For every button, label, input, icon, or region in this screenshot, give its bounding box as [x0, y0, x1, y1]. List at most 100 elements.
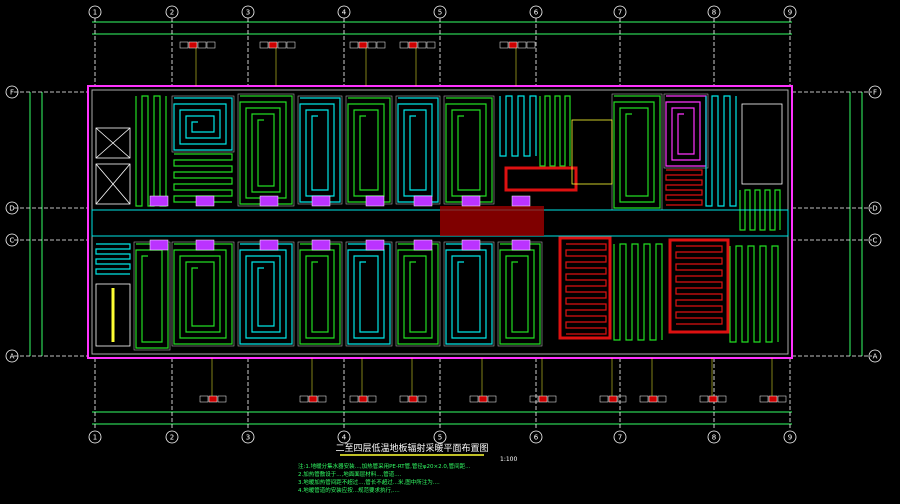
- tag-box: [208, 395, 218, 403]
- manifold-box: [195, 195, 215, 207]
- axis-label-row: F: [10, 89, 14, 97]
- hot-zone-red-2: [558, 236, 612, 340]
- axis-label-col: 7: [618, 434, 622, 442]
- tag-box: [517, 41, 527, 49]
- tag-box: [777, 395, 787, 403]
- tag-box: [277, 41, 287, 49]
- axis-label-row: F: [873, 89, 877, 97]
- tag-box: [657, 395, 667, 403]
- note-line-3: 3.地暖加热管间距不超过...,管长不超过...米,图中所注为....: [298, 478, 440, 486]
- tag-box: [768, 395, 778, 403]
- tag-box: [197, 41, 207, 49]
- axis-label-col: 5: [438, 9, 442, 17]
- hot-zone-red-4: [504, 166, 578, 192]
- tag-box: [259, 41, 269, 49]
- manifold-box: [461, 239, 481, 251]
- tag-box: [417, 395, 427, 403]
- axis-bubble-col: 7: [613, 430, 627, 444]
- axis-label-col: 1: [93, 434, 97, 442]
- axis-bubble-row: D: [5, 201, 19, 215]
- axis-label-col: 3: [246, 9, 250, 17]
- manifold-box: [149, 195, 169, 207]
- tag-box: [759, 395, 769, 403]
- manifold-box: [511, 195, 531, 207]
- axis-bubble-col: 6: [529, 430, 543, 444]
- axis-label-row: D: [9, 205, 14, 213]
- tag-box: [526, 41, 536, 49]
- tag-box: [317, 395, 327, 403]
- hot-zone-red-3: [668, 238, 730, 334]
- drawing-title: 二至四层低温地板辐射采暖平面布置图: [335, 442, 488, 454]
- axis-bubble-col: 2: [165, 5, 179, 19]
- building-outline: [87, 85, 793, 359]
- tag-box: [499, 41, 509, 49]
- axis-bubble-col: 1: [88, 5, 102, 19]
- axis-bubble-col: 5: [433, 5, 447, 19]
- axis-label-col: 2: [170, 434, 174, 442]
- axis-bubble-col: 3: [241, 430, 255, 444]
- tag-box: [648, 395, 658, 403]
- axis-label-col: 3: [246, 434, 250, 442]
- tag-box: [608, 395, 618, 403]
- manifold-box: [461, 195, 481, 207]
- axis-bubble-row: A: [868, 349, 882, 363]
- annotation-tags: [179, 41, 787, 403]
- axis-label-col: 5: [438, 434, 442, 442]
- tag-box: [478, 395, 488, 403]
- axis-bubble-row: F: [868, 85, 882, 99]
- axis-label-row: A: [10, 353, 15, 361]
- axis-bubble-col: 8: [707, 5, 721, 19]
- tag-box: [508, 41, 518, 49]
- axis-label-row: A: [873, 353, 878, 361]
- manifold-box: [365, 239, 385, 251]
- tag-box: [308, 395, 318, 403]
- axis-label-col: 6: [534, 434, 539, 442]
- axis-bubble-col: 7: [613, 5, 627, 19]
- tag-box: [617, 395, 627, 403]
- stair-core-right: [571, 103, 783, 185]
- tag-box: [188, 41, 198, 49]
- tag-box: [206, 41, 216, 49]
- axis-bubble-row: F: [5, 85, 19, 99]
- tag-box: [358, 41, 368, 49]
- axis-bubble-col: 6: [529, 5, 543, 19]
- axis-bubble-col: 2: [165, 430, 179, 444]
- tag-box: [717, 395, 727, 403]
- tag-box: [417, 41, 427, 49]
- stair-core-left: [95, 127, 131, 205]
- tag-box: [358, 395, 368, 403]
- tag-box: [376, 41, 386, 49]
- axis-bubble-col: 8: [707, 430, 721, 444]
- axis-bubble-col: 9: [783, 430, 797, 444]
- axis-label-col: 9: [788, 9, 792, 17]
- dimension-lines: [29, 21, 863, 425]
- tag-box: [199, 395, 209, 403]
- axis-bubble-row: C: [5, 233, 19, 247]
- tag-box: [179, 41, 189, 49]
- axis-label-col: 9: [788, 434, 792, 442]
- tag-box: [599, 395, 609, 403]
- tag-box: [639, 395, 649, 403]
- tag-box: [349, 41, 359, 49]
- tag-box: [487, 395, 497, 403]
- tag-box: [529, 395, 539, 403]
- tag-box: [286, 41, 296, 49]
- axis-bubble-col: 3: [241, 5, 255, 19]
- tag-box: [408, 395, 418, 403]
- axis-grid-lines: [14, 18, 872, 430]
- axis-label-col: 2: [170, 9, 174, 17]
- note-line-1: 注:1.地暖分集水器安装...,加热管采用PE-RT管,管径φ20×2.0,管间…: [298, 462, 471, 470]
- tag-box: [469, 395, 479, 403]
- axis-label-col: 1: [93, 9, 97, 17]
- note-line-2: 2.加热管敷设于...,地面面层材料...,管道....: [298, 470, 401, 478]
- axis-label-row: C: [873, 237, 878, 245]
- axis-bubble-col: 9: [783, 5, 797, 19]
- tag-box: [408, 41, 418, 49]
- axis-label-col: 8: [712, 434, 716, 442]
- tag-box: [538, 395, 548, 403]
- drawing-scale: 1:100: [500, 456, 517, 463]
- manifold-box: [365, 195, 385, 207]
- tag-box: [547, 395, 557, 403]
- axis-label-col: 6: [534, 9, 539, 17]
